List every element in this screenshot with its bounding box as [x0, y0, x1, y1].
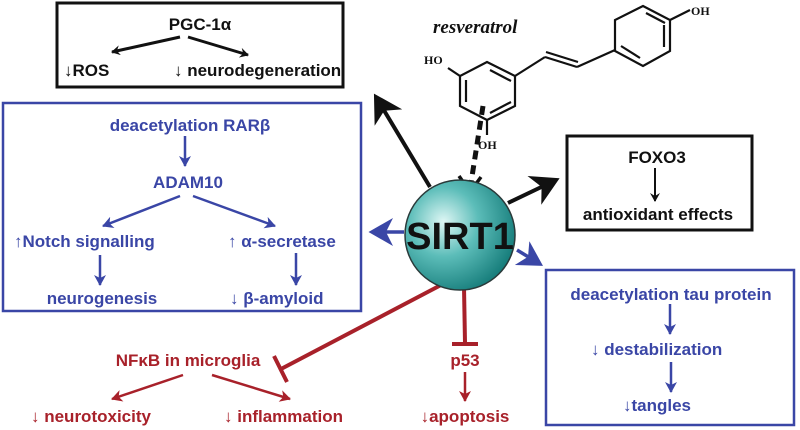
sirt1-label: SIRT1	[406, 216, 514, 258]
neurodegeneration-label: ↓ neurodegeneration	[174, 61, 341, 80]
arrow-pgc-to-ros	[111, 35, 181, 56]
resveratrol-structure	[447, 4, 691, 135]
resveratrol-ring-b	[613, 4, 672, 68]
rar-beta-box: deacetylation RARβ ADAM10 ↑Notch signall…	[1, 101, 363, 313]
foxo3-box-border	[565, 134, 754, 232]
apoptosis-label: ↓apoptosis	[421, 407, 510, 426]
tau-box-border	[544, 268, 796, 427]
p53-label: p53	[450, 351, 479, 370]
inhibit-bar-nfkb	[272, 355, 289, 383]
arrow-pgc-to-neurodegeneration	[187, 35, 249, 58]
arrow-nfkb-to-inflammation	[211, 373, 291, 402]
inflammation-label: ↓ inflammation	[224, 407, 343, 426]
arrow-adam10-to-notch	[102, 194, 181, 228]
alpha-secretase-label: ↑ α-secretase	[228, 232, 336, 251]
resveratrol-ring-a	[458, 60, 517, 122]
pgc1a-title: PGC-1α	[169, 15, 232, 34]
ros-label: ↓ROS	[64, 61, 109, 80]
oh-label-top: OH	[691, 4, 710, 18]
ho-label-left: HO	[424, 53, 443, 67]
arrow-sirt1-to-foxo3	[507, 175, 560, 205]
neurotoxicity-label: ↓ neurotoxicity	[31, 407, 152, 426]
foxo3-box: FOXO3 antioxidant effects	[565, 134, 754, 232]
antioxidant-effects-label: antioxidant effects	[583, 205, 733, 224]
nfkb-group: NFκB in microglia ↓ neurotoxicity ↓ infl…	[31, 351, 343, 426]
arrow-adam10-to-secretase	[192, 194, 276, 229]
inhibit-sirt1-p53	[462, 286, 467, 344]
adam10-label: ADAM10	[153, 173, 223, 192]
oh-label-bottom: OH	[478, 138, 497, 152]
pgc1a-box: PGC-1α ↓ROS ↓ neurodegeneration	[55, 1, 345, 89]
deacetylation-tau-label: deacetylation tau protein	[570, 285, 771, 304]
arrow-nfkb-to-neurotoxicity	[111, 373, 184, 402]
deacetylation-rarb-label: deacetylation RARβ	[110, 116, 271, 135]
pgc1a-box-border	[55, 1, 345, 89]
beta-amyloid-label: ↓ β-amyloid	[230, 289, 324, 308]
arrow-sirt1-to-tau-box	[514, 241, 543, 266]
arrow-resveratrol-activates-sirt1	[468, 105, 486, 184]
nfkb-label: NFκB in microglia	[116, 351, 261, 370]
sirt1-circle[interactable]	[404, 179, 516, 291]
destabilization-label: ↓ destabilization	[591, 340, 722, 359]
sirt1-node[interactable]: SIRT1	[404, 179, 516, 291]
foxo3-label: FOXO3	[628, 148, 686, 167]
tau-box: deacetylation tau protein ↓ destabilizat…	[544, 268, 796, 427]
inhibit-sirt1-nfkb	[280, 283, 442, 371]
tangles-label: ↓tangles	[623, 396, 691, 415]
resveratrol-label: resveratrol	[433, 17, 518, 38]
neurogenesis-label: neurogenesis	[47, 289, 158, 308]
p53-group: p53 ↓apoptosis	[421, 351, 510, 426]
arrow-sirt1-to-pgc1a	[373, 93, 432, 189]
notch-signalling-label: ↑Notch signalling	[14, 232, 155, 251]
